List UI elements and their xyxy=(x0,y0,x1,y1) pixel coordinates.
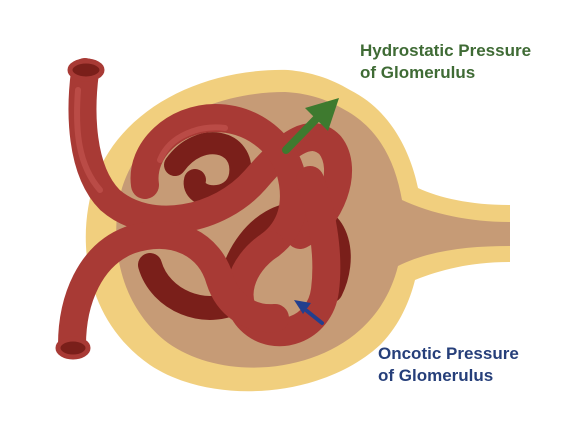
glomerulus-vessels xyxy=(58,58,353,359)
vessel-opening-top xyxy=(67,58,105,82)
hydrostatic-label-line2: of Glomerulus xyxy=(360,63,476,82)
arrow-up-right-icon xyxy=(282,98,339,154)
vessel-opening-bottom xyxy=(55,336,91,360)
vessel-efferent xyxy=(58,221,289,359)
oncotic-label-line2: of Glomerulus xyxy=(378,366,494,385)
oncotic-pressure-label: Oncotic Pressure of Glomerulus xyxy=(378,343,519,387)
vessel-loop-top xyxy=(130,104,308,259)
oncotic-label-line1: Oncotic Pressure xyxy=(378,344,519,363)
vessel-highlight-2 xyxy=(157,124,228,163)
vessel-highlight xyxy=(74,87,103,193)
vessel-back-loop xyxy=(164,132,252,208)
vessel-loop-middle xyxy=(225,166,341,347)
vessel-afferent xyxy=(68,58,353,249)
arrow-down-left-icon xyxy=(294,300,324,325)
hydrostatic-pressure-label: Hydrostatic Pressure of Glomerulus xyxy=(360,40,531,84)
hydrostatic-label-line1: Hydrostatic Pressure xyxy=(360,41,532,60)
